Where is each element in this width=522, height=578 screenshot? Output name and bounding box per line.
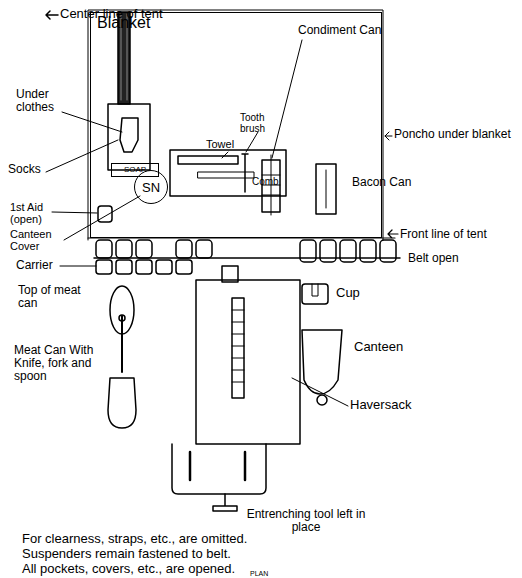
node-label: SN <box>142 181 160 194</box>
handle-end <box>119 315 125 321</box>
part-label: Top of meat can <box>18 284 90 310</box>
comb-shape <box>198 172 254 178</box>
haversack-flap <box>222 266 238 282</box>
under-clothes-bundle <box>108 104 150 170</box>
part-label: 1st Aid (open) <box>10 201 56 225</box>
cup <box>302 284 328 304</box>
toothbrush-shape <box>242 154 248 192</box>
part-label: Meat Can With Knife, fork and spoon <box>14 344 94 384</box>
pack-ladder <box>232 298 244 398</box>
socks-shape <box>120 118 138 152</box>
belt-pockets <box>94 240 400 274</box>
part-label: Suspenders remain fastened to belt. <box>22 547 512 561</box>
part-label: Condiment Can <box>298 24 418 37</box>
towel-shape <box>178 156 238 164</box>
sn-circle: SN <box>134 170 168 204</box>
part-label: Front line of tent <box>400 228 522 241</box>
part-label: Carrier <box>16 259 76 272</box>
part-label: Canteen Cover <box>10 228 68 252</box>
poncho-edge <box>88 10 383 240</box>
meat-can-handle <box>121 316 123 372</box>
part-label: Socks <box>8 163 58 176</box>
part-label: Comb <box>252 176 292 187</box>
part-label: Canteen <box>354 340 434 354</box>
carrier-straps <box>190 452 245 480</box>
haversack <box>196 280 300 444</box>
part-label: PLAN <box>250 570 310 578</box>
part-label: Towel <box>206 138 256 150</box>
center-line-arrow <box>46 11 58 19</box>
bacon-can <box>316 164 336 214</box>
part-label: Entrenching tool left in place <box>236 508 376 534</box>
entrenching-carrier <box>172 444 266 494</box>
canteen-cap <box>317 395 327 405</box>
part-label: Under clothes <box>16 88 66 114</box>
part-label: Cup <box>336 286 386 300</box>
front-line <box>88 230 398 238</box>
part-label: Bacon Can <box>352 176 432 189</box>
bacon-can-seam <box>326 170 327 208</box>
part-label: Poncho under blanket <box>394 128 522 141</box>
leader-lines <box>46 40 392 406</box>
ladder-rungs <box>232 310 244 382</box>
node-label: SOAP <box>124 166 146 174</box>
part-label: Haversack <box>350 398 440 412</box>
blanket-box: BlanketSOAP <box>90 12 382 238</box>
meat-can <box>108 378 136 428</box>
part-label: For clearness, straps, etc., are omitted… <box>22 532 512 546</box>
part-label: Tooth brush <box>240 112 278 134</box>
tool-handle <box>213 494 237 511</box>
part-label: Center line of tent <box>60 7 230 21</box>
canteen <box>302 330 342 394</box>
toilet-kit <box>170 150 286 196</box>
cup-handle <box>312 284 318 296</box>
part-label: Belt open <box>408 252 498 265</box>
